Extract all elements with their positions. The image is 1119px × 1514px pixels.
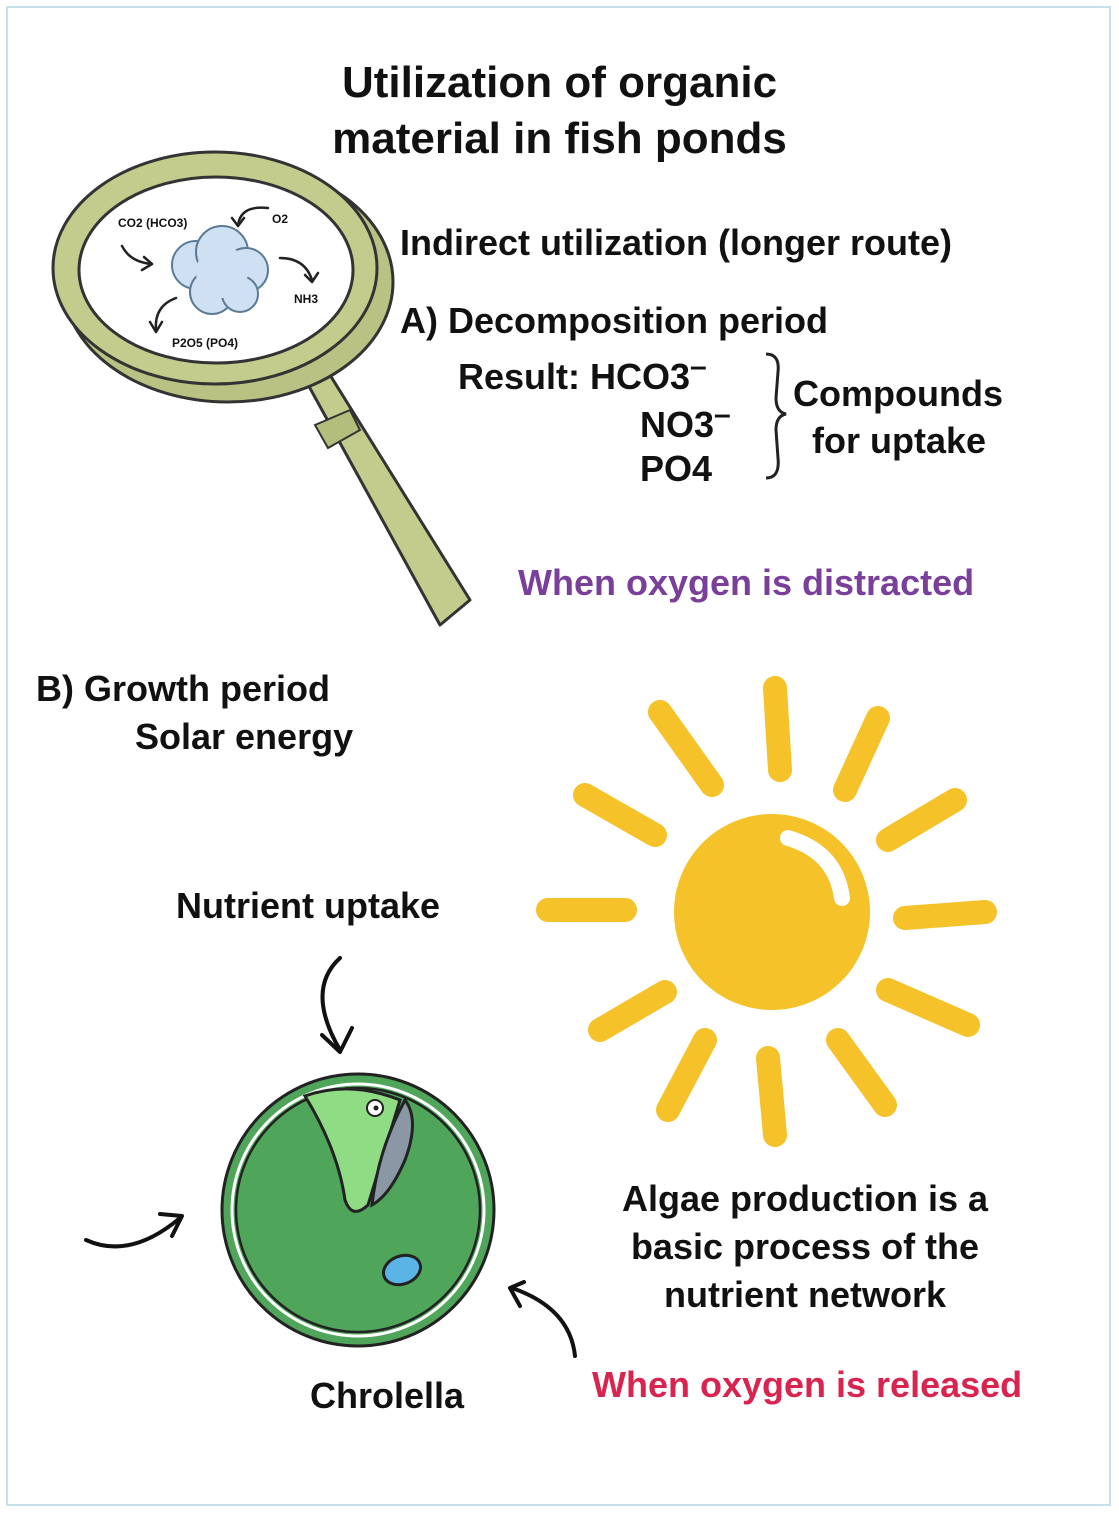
algae-line-2: basic process of the: [630, 1226, 980, 1267]
vacuole-icon: [382, 1253, 422, 1287]
nutrient-uptake-label: Nutrient uptake: [176, 885, 441, 926]
oxygen-distracted-label: When oxygen is distracted: [518, 562, 975, 603]
label-co2: CO2 (HCO3): [118, 216, 188, 230]
po4-formula: PO4: [640, 448, 713, 489]
compounds-label: Compounds: [793, 373, 1003, 414]
arrow-nh3-icon: [278, 256, 314, 282]
arrow-head-icon: [303, 271, 320, 284]
algae-line-1: Algae production is a: [621, 1178, 989, 1219]
label-p2o5: P2O5 (PO4): [172, 336, 239, 350]
no3-label: NO3: [640, 404, 715, 445]
arrow-co2-icon: [120, 244, 154, 266]
arrow-head-icon: [140, 255, 154, 272]
indirect-heading: Indirect utilization (longer route): [400, 222, 952, 263]
algae-line-3: nutrient network: [663, 1274, 946, 1315]
magnifier-arrows: [120, 206, 320, 334]
decomposition-heading: A) Decomposition period: [400, 300, 829, 341]
growth-heading: B) Growth period: [36, 668, 330, 709]
pyrenoid-icon: [370, 1097, 414, 1208]
title-line-1: Utilization of organic: [341, 58, 778, 107]
label-nh3: NH3: [294, 292, 319, 306]
left-arrow-icon: [84, 1212, 184, 1249]
nutrient-uptake-arrow-icon: [320, 956, 354, 1054]
chloroplast-icon: [302, 1087, 402, 1213]
right-arrow-icon: [508, 1280, 577, 1358]
label-o2: O2: [272, 212, 289, 226]
arrow-head-icon: [230, 216, 246, 228]
charge-no3: –: [714, 398, 731, 431]
arrow-head-icon: [148, 320, 164, 334]
charge-hco3: –: [690, 350, 707, 383]
arrow-p2o5-icon: [154, 296, 178, 332]
solar-energy-label: Solar energy: [135, 716, 354, 757]
chlorella-label: Chrolella: [310, 1375, 465, 1416]
result-label: Result:: [458, 356, 591, 397]
organic-matter-cloud-icon: [171, 225, 269, 315]
arrow-o2-icon: [236, 206, 270, 228]
oxygen-released-label: When oxygen is released: [592, 1364, 1023, 1405]
title-line-2: material in fish ponds: [332, 114, 787, 163]
figure-frame: [6, 6, 1111, 1506]
hco3-formula: HCO3: [590, 356, 691, 397]
page-title: Utilization of organic material in fish …: [0, 55, 1119, 167]
for-uptake-label: for uptake: [812, 420, 987, 461]
result-hco3: Result: HCO3–: [458, 350, 707, 398]
algae-production-text: Algae production is a basic process of t…: [565, 1175, 1045, 1319]
sun-icon: [536, 676, 997, 1147]
chlorella-cell-icon: [220, 1072, 496, 1348]
no3-formula: NO3–: [640, 398, 731, 446]
curly-brace-icon: [765, 352, 787, 480]
